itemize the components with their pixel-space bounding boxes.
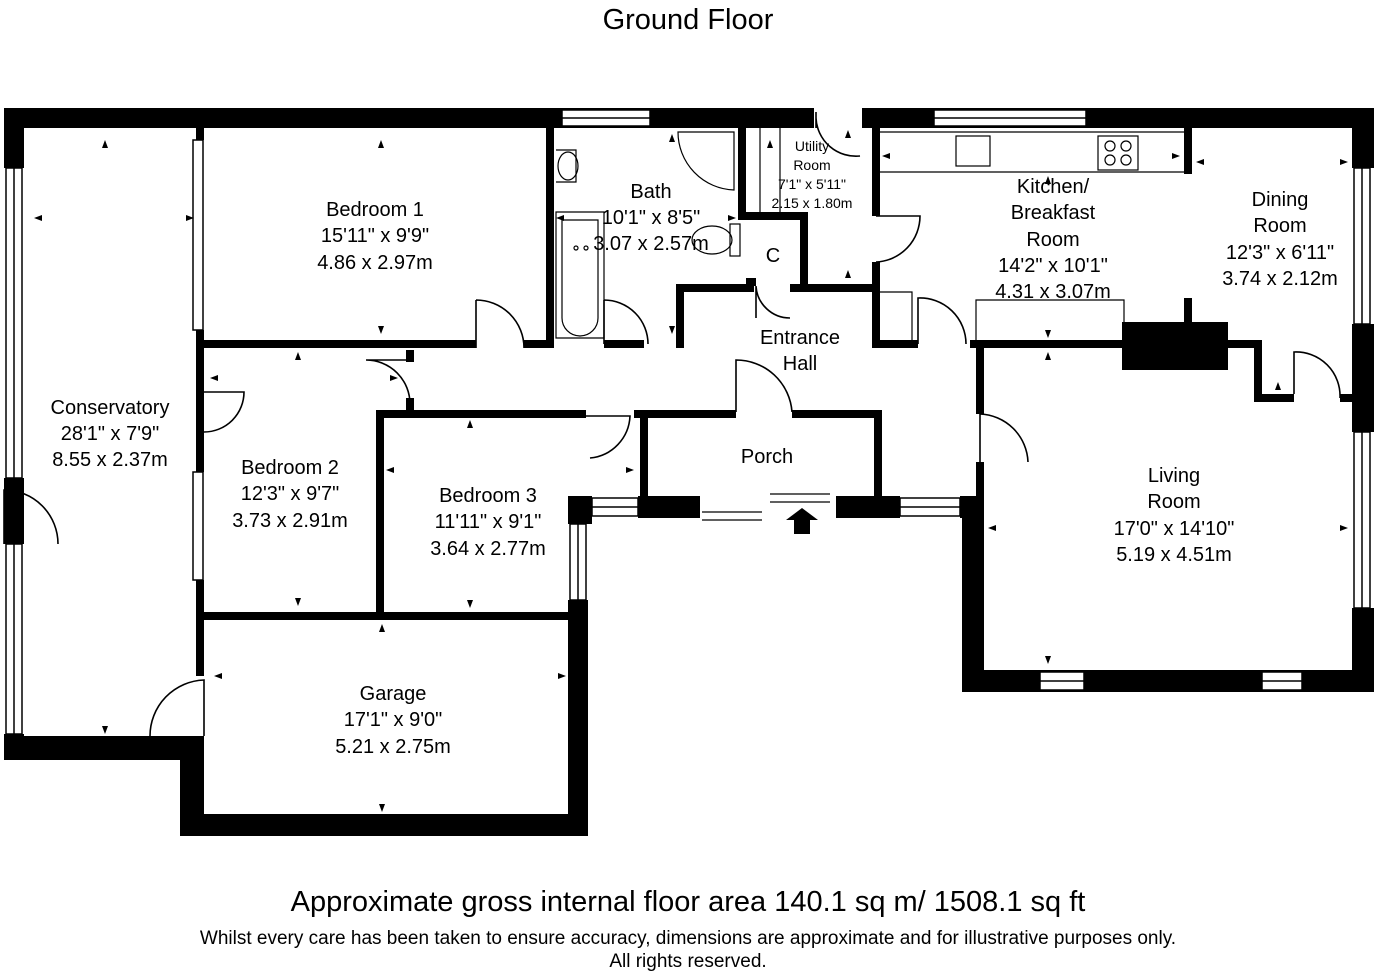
room-cupboard: C	[766, 245, 780, 267]
floor-title: Ground Floor	[602, 4, 774, 36]
room-porch: Porch	[741, 446, 793, 468]
disclaimer-line-2: All rights reserved.	[609, 951, 767, 972]
fixtures	[555, 122, 1187, 521]
floor-area-summary: Approximate gross internal floor area 14…	[290, 886, 1086, 918]
doors	[3, 112, 1341, 737]
dimension-markers	[34, 130, 1348, 812]
interior-walls	[196, 128, 1354, 676]
front-door-arrow-icon	[786, 508, 818, 534]
windows	[5, 109, 1371, 735]
disclaimer-line-1: Whilst every care has been taken to ensu…	[199, 928, 1177, 949]
disclaimer: Whilst every care has been taken to ensu…	[0, 927, 1376, 973]
